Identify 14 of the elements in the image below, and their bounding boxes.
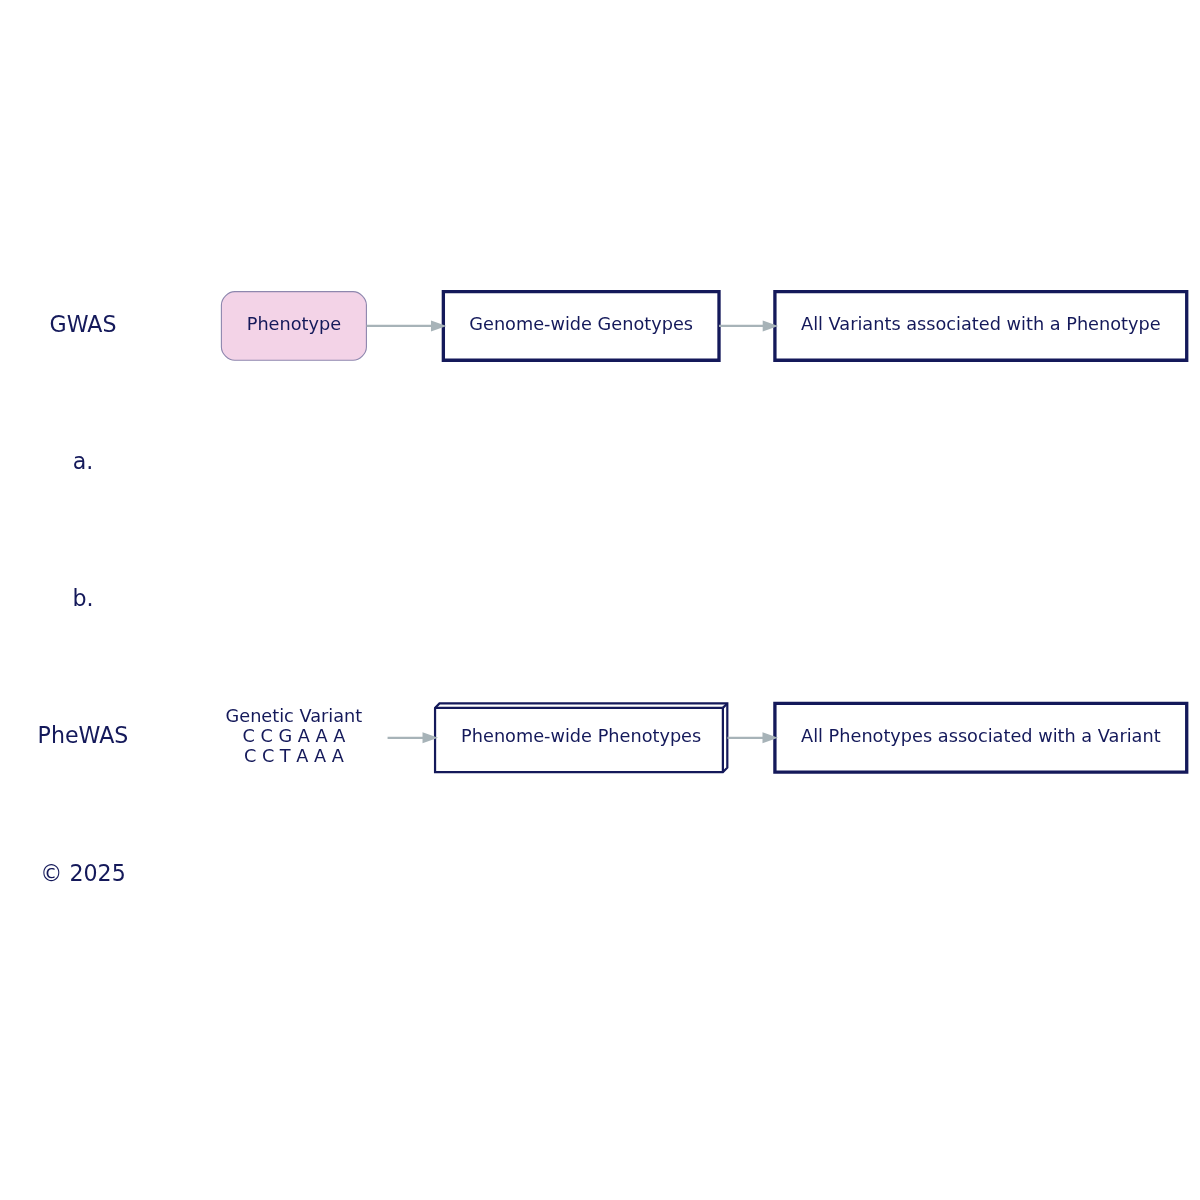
node-box: Genome-wide Genotypes bbox=[441, 289, 721, 362]
label: PheWAS bbox=[37, 721, 129, 748]
arrow bbox=[366, 320, 447, 331]
label: © 2025 bbox=[40, 859, 126, 886]
node-box: All Phenotypes associated with a Variant bbox=[773, 701, 1189, 774]
node-text: Genetic Variant C C G A A A C C T A A A bbox=[225, 705, 363, 766]
arrow bbox=[719, 320, 779, 331]
label: a. bbox=[72, 447, 94, 474]
arrow bbox=[387, 731, 439, 743]
label: b. bbox=[72, 584, 94, 611]
arrow bbox=[727, 731, 778, 743]
node-box: Phenotype bbox=[220, 290, 367, 361]
node-box: All Variants associated with a Phenotype bbox=[773, 289, 1189, 362]
label: GWAS bbox=[49, 309, 117, 336]
